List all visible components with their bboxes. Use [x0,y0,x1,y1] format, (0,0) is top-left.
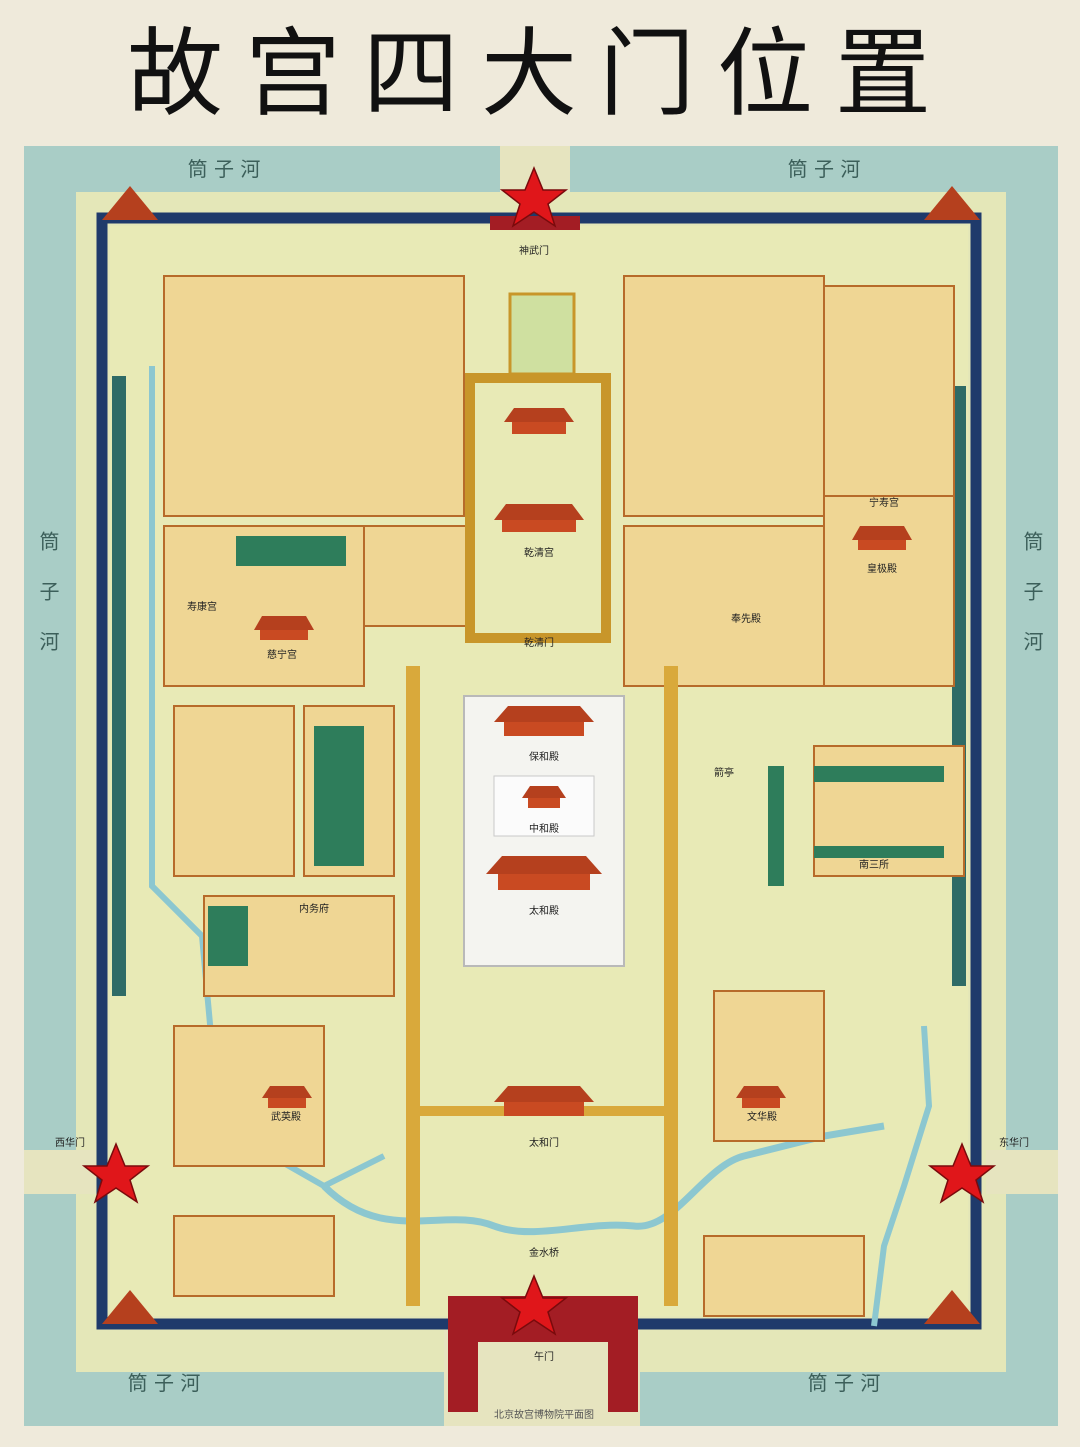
label-shenwumen: 神武门 [519,244,549,257]
label-baohe: 保和殿 [529,750,559,763]
star-marker-east [927,1142,997,1204]
moat-label-north-west: 筒 子 河 [188,157,261,181]
label-wenhuadian: 文华殿 [747,1110,777,1123]
shenwumen-structure [490,216,580,230]
star-marker-south [499,1274,569,1336]
label-neiwufu: 内务府 [299,902,329,915]
label-qianqingmen: 乾清门 [524,636,554,649]
label-ningshougong: 宁寿宫 [869,496,899,509]
label-xihuamen: 西华门 [55,1136,85,1149]
gate-star-markers [81,166,997,1336]
green-compounds [208,536,944,966]
label-nansansuo: 南三所 [859,858,889,871]
moat-label-north-east: 筒 子 河 [788,157,861,181]
hall-icons [254,408,912,1116]
label-zhonghe: 中和殿 [529,822,559,835]
corner-towers [102,186,980,1324]
label-jianting: 箭亭 [714,766,734,779]
moat-label-south-east: 筒 子 河 [808,1371,881,1395]
west-approach [24,1150,96,1194]
label-cininggong: 慈宁宫 [267,648,297,661]
label-qianqinggong: 乾清宫 [524,546,554,559]
label-taihemen: 太和门 [529,1136,559,1149]
label-taihe: 太和殿 [529,904,559,917]
label-wumen: 午门 [534,1350,554,1363]
map-caption: 北京故宫博物院平面图 [494,1408,594,1421]
label-donghuamen: 东华门 [999,1136,1029,1149]
east-stream [871,1025,933,1327]
palace-map: 筒 子 河 筒 子 河 筒 子 河 筒 子 河 筒子河 筒子河 神武门 乾清宫 … [24,146,1058,1426]
star-marker-north [499,166,569,228]
page-title: 故宫四大门位置 [127,18,953,130]
label-huangjidian: 皇极殿 [867,562,897,575]
label-shoukanggong: 寿康宫 [187,600,217,613]
east-approach [986,1150,1058,1194]
moat-label-south-west: 筒 子 河 [128,1371,201,1395]
label-fengxiandian: 奉先殿 [731,612,761,625]
label-wuyingdian: 武英殿 [271,1110,301,1123]
label-jinshuiqiao: 金水桥 [529,1246,559,1259]
moat-label-east: 筒子河 [1020,531,1044,681]
moat-label-west: 筒子河 [36,531,60,681]
star-marker-west [81,1142,151,1204]
